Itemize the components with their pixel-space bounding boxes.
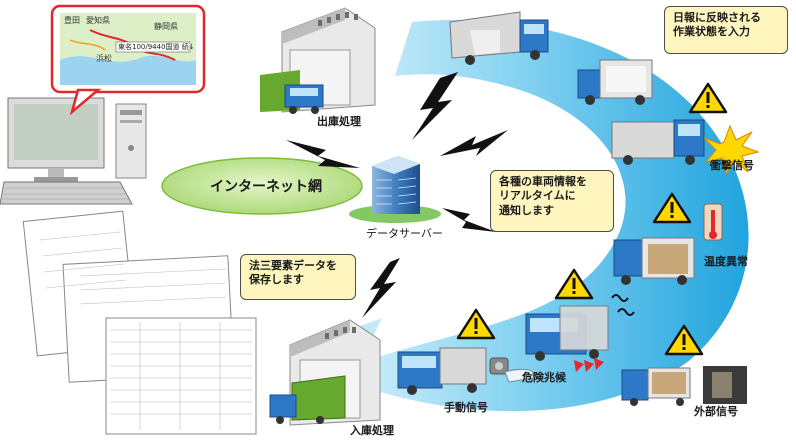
documents-icon: [22, 210, 257, 435]
note-line: 日報に反映される: [673, 11, 761, 24]
shipping-label: 出庫処理: [317, 115, 361, 128]
thermometer-icon: [703, 203, 723, 241]
truck-icon: [613, 237, 695, 285]
temperature-label: 温度異常: [704, 255, 748, 268]
data-server-icon: [349, 156, 441, 223]
note-line: 通知します: [499, 203, 554, 217]
truck-icon: [577, 59, 653, 105]
daily-report-note: 日報に反映される 作業状態を入力: [664, 6, 788, 54]
warning-icon: [554, 268, 594, 300]
truck-icon: [525, 294, 635, 361]
note-line: 各種の車両情報を: [499, 175, 587, 188]
internet-label: インターネット網: [210, 179, 322, 195]
warning-icon: [664, 324, 704, 356]
note-line: 作業状態を入力: [673, 25, 750, 39]
truck-bottom-warehouse-icon: [269, 394, 324, 424]
cycle-arrow: [330, 20, 749, 412]
truck-icon: [397, 347, 487, 395]
map-place-label: 浜松: [96, 54, 112, 63]
note-line: 保存します: [249, 273, 304, 287]
map-callout: [50, 4, 206, 116]
warehouse-bottom-icon: [269, 319, 381, 426]
map-place-label: 静岡県: [154, 22, 178, 31]
impact-burst-icon: [703, 124, 760, 176]
warning-icon: [652, 192, 692, 224]
truck-icon: [621, 367, 691, 406]
note-line: 法三要素データを: [249, 259, 337, 272]
map-route-label: 東名100/9440国道 続↓: [118, 43, 195, 51]
note-line: リアルタイムに: [499, 189, 576, 203]
map-place-label: 愛知県: [86, 16, 110, 25]
button-press-icon: [489, 357, 534, 383]
brake-icon: [574, 358, 604, 372]
warning-icon: [688, 82, 728, 114]
truck-icon: [611, 119, 705, 165]
external-signal-label: 外部信号: [694, 405, 738, 418]
map-place-label: 豊田: [64, 16, 80, 25]
truck-top-warehouse-icon: [284, 84, 324, 114]
warning-icon: [456, 308, 496, 340]
danger-label: 危険兆候: [522, 371, 566, 384]
camera-photo-icon: [703, 366, 747, 404]
computer-icon: [0, 97, 147, 205]
legal-data-note: 法三要素データを 保存します: [240, 254, 356, 300]
internet-cloud: [161, 157, 363, 215]
truck-icon: [449, 11, 549, 65]
manual-signal-label: 手動信号: [444, 401, 488, 414]
server-label: データサーバー: [366, 227, 443, 240]
warehouse-top-icon: [260, 7, 376, 114]
shock-signal-label: 衝撃信号: [710, 159, 754, 172]
lightning-icon: [286, 72, 508, 318]
receiving-label: 入庫処理: [350, 424, 394, 437]
vehicle-info-note: 各種の車両情報を リアルタイムに 通知します: [490, 170, 614, 232]
